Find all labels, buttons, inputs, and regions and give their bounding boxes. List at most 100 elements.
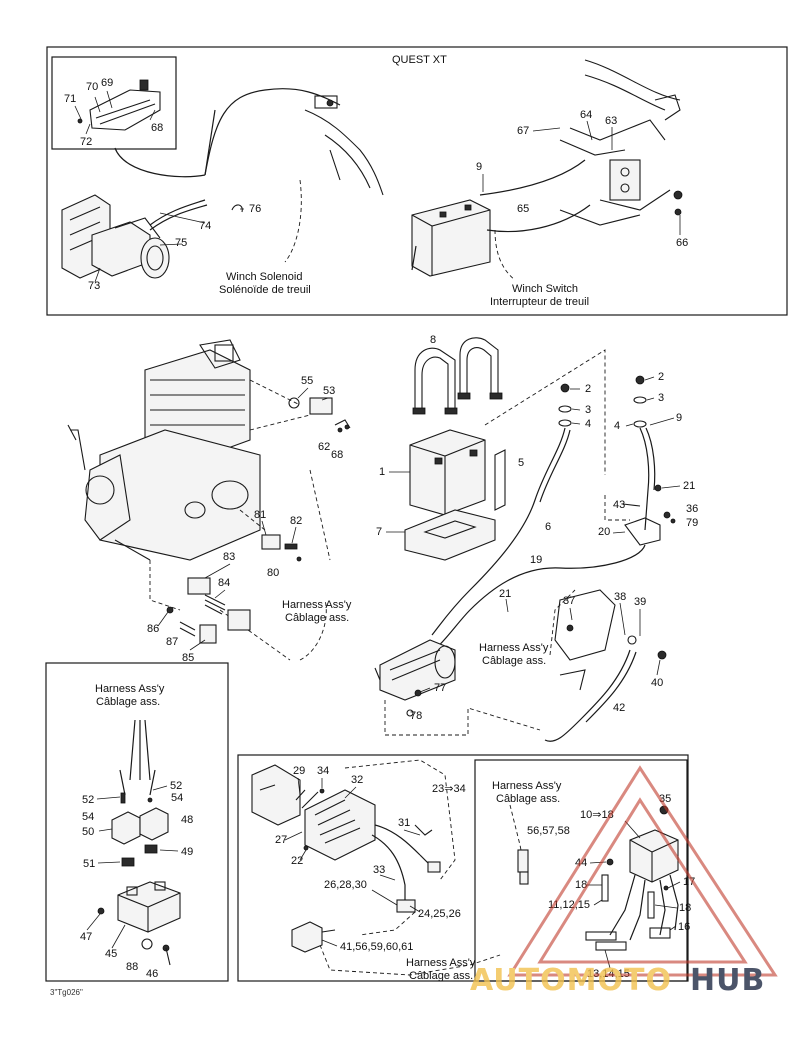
callout-75: 75: [175, 237, 187, 249]
winch-motor: [61, 194, 170, 279]
svg-text:HUB: HUB: [690, 963, 765, 998]
svg-text:Harness Ass'y: Harness Ass'y: [479, 642, 549, 654]
battery-tray-7: [404, 509, 496, 561]
svg-text:80: 80: [267, 567, 279, 579]
leaders-relay: [86, 785, 179, 949]
clip-76: [231, 204, 243, 213]
callouts-battery: 8 2 3 4 1 5 7 6 2 3 4 9 21 43 36 79 20: [376, 334, 698, 538]
svg-text:Winch Switch: Winch Switch: [512, 283, 578, 295]
svg-text:38: 38: [614, 591, 626, 603]
svg-text:24,25,26: 24,25,26: [418, 908, 461, 920]
inset-harness-frame: [51, 56, 177, 150]
svg-text:20: 20: [598, 526, 610, 538]
relay-box-frame: [45, 662, 229, 982]
svg-text:4: 4: [614, 420, 620, 432]
callout-64: 64: [580, 109, 592, 121]
cable-42: [544, 649, 631, 742]
relay-10-18: [606, 805, 679, 883]
leaders-engine: [157, 387, 329, 651]
svg-text:16: 16: [678, 921, 690, 933]
svg-text:32: 32: [351, 774, 363, 786]
front-rack-bracket: [304, 95, 384, 196]
fuse-box-frame: [237, 754, 689, 982]
harness-label-e: Harness Ass'y Câblage ass.: [492, 780, 562, 805]
svg-text:3: 3: [585, 404, 591, 416]
svg-text:81: 81: [254, 509, 266, 521]
svg-text:51: 51: [83, 858, 95, 870]
svg-text:Câblage ass.: Câblage ass.: [96, 696, 160, 708]
callouts-winch-relay: 35 10⇒18 56,57,58 44 17 18 11,12,15 18 1…: [527, 793, 695, 980]
svg-text:86: 86: [147, 623, 159, 635]
harness-dash-b: [549, 589, 576, 656]
winch-cable-74: [149, 199, 206, 226]
callout-76: 76: [249, 203, 261, 215]
svg-text:Câblage ass.: Câblage ass.: [409, 970, 473, 982]
battery-strap-8: [412, 337, 503, 415]
battery-1: [409, 429, 486, 516]
svg-text:8: 8: [430, 334, 436, 346]
svg-text:Harness Ass'y: Harness Ass'y: [492, 780, 562, 792]
svg-text:19: 19: [530, 554, 542, 566]
winch-switch-label: Winch Switch Interrupteur de treuil: [490, 283, 589, 308]
svg-text:Harness Ass'y: Harness Ass'y: [282, 599, 352, 611]
harness-label-c: Harness Ass'y Câblage ass.: [95, 683, 165, 708]
svg-text:87: 87: [166, 636, 178, 648]
svg-text:50: 50: [82, 826, 94, 838]
solenoid-bracket: [554, 589, 667, 691]
svg-text:41,56,59,60,61: 41,56,59,60,61: [340, 941, 413, 953]
svg-text:1: 1: [379, 466, 385, 478]
inset-connector: [74, 79, 161, 135]
callouts-starter: 19 21 37 38 39 40 42 77 78: [410, 554, 663, 722]
diagram-title: QUEST XT: [392, 54, 447, 66]
callouts-relay: 52 52 54 54 50 48 51 49 47 45 88 46: [80, 780, 193, 980]
battery-winch: [411, 199, 491, 277]
figure-code: 3"Tg026": [50, 988, 83, 997]
callout-71: 71: [64, 93, 76, 105]
svg-text:Câblage ass.: Câblage ass.: [285, 612, 349, 624]
fuse-box-wiring: [319, 759, 501, 976]
svg-text:83: 83: [223, 551, 235, 563]
svg-text:84: 84: [218, 577, 230, 589]
svg-text:48: 48: [181, 814, 193, 826]
svg-text:78: 78: [410, 710, 422, 722]
callout-68: 68: [151, 122, 163, 134]
quest-xt-frame: [46, 46, 788, 316]
svg-text:29: 29: [293, 765, 305, 777]
automotohub-watermark: AUTOMOTO HUB: [470, 765, 778, 998]
svg-text:21: 21: [683, 480, 695, 492]
harness-label-d: Harness Ass'y Câblage ass.: [406, 957, 476, 982]
inset-wire: [114, 147, 206, 178]
winch-switch-wire: [479, 159, 586, 196]
svg-text:2: 2: [658, 371, 664, 383]
svg-text:55: 55: [301, 375, 313, 387]
svg-text:9: 9: [676, 412, 682, 424]
svg-text:56,57,58: 56,57,58: [527, 825, 570, 837]
svg-text:Câblage ass.: Câblage ass.: [482, 655, 546, 667]
svg-text:11,12,15: 11,12,15: [548, 899, 590, 911]
svg-text:68: 68: [331, 449, 343, 461]
svg-text:82: 82: [290, 515, 302, 527]
svg-text:27: 27: [275, 834, 287, 846]
svg-text:34: 34: [317, 765, 329, 777]
svg-text:52: 52: [82, 794, 94, 806]
svg-text:54: 54: [171, 792, 183, 804]
leaders-fuse-box: [284, 777, 421, 947]
svg-text:54: 54: [82, 811, 94, 823]
svg-text:36: 36: [686, 503, 698, 515]
harness-label-b: Harness Ass'y Câblage ass.: [479, 642, 549, 667]
svg-text:79: 79: [686, 517, 698, 529]
leaders-starter: [419, 598, 661, 693]
callout-74: 74: [199, 220, 211, 232]
svg-text:33: 33: [373, 864, 385, 876]
svg-text:Winch Solenoid: Winch Solenoid: [226, 271, 302, 283]
terminal-hardware: [558, 375, 647, 428]
fuse-box-cover: [251, 764, 301, 826]
svg-text:62: 62: [318, 441, 330, 453]
harness-label-a: Harness Ass'y Câblage ass.: [282, 599, 352, 624]
svg-text:37: 37: [563, 595, 575, 607]
battery-vent-5: [494, 449, 506, 511]
leaders-battery: [386, 376, 681, 534]
engine: [67, 339, 261, 561]
handlebar-assembly: [559, 59, 683, 226]
